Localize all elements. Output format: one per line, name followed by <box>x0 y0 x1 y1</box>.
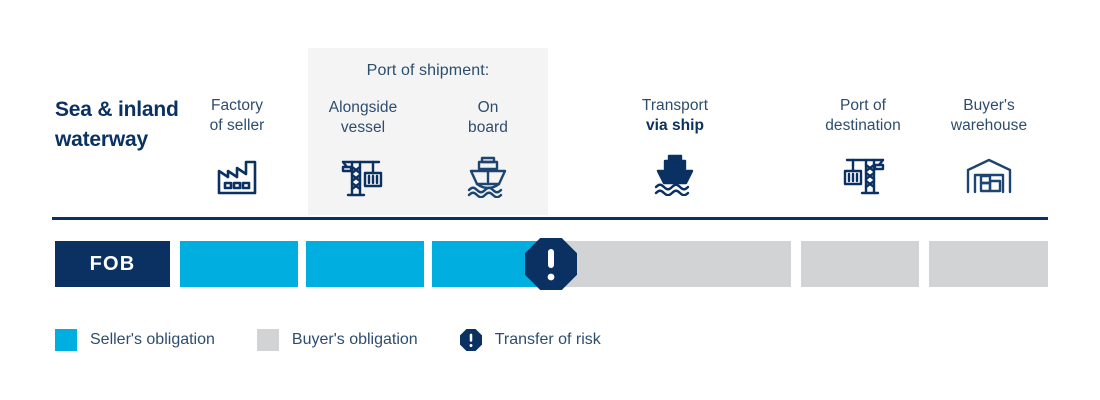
stage-factory-line1: Factory <box>210 97 264 114</box>
legend-label-seller: Seller's obligation <box>90 331 215 348</box>
buyer-obligation-segment-1 <box>551 241 791 287</box>
stage-transport-via-ship: Transport via ship <box>612 96 738 196</box>
stage-alongside-label: Alongside vessel <box>308 98 418 138</box>
factory-icon <box>182 150 292 196</box>
section-divider <box>52 217 1048 220</box>
stage-warehouse-line2: warehouse <box>950 117 1028 134</box>
stage-onboard-line2: board <box>468 119 508 136</box>
stage-port-of-destination: Port of destination <box>800 96 926 196</box>
stage-warehouse-label: Buyer's warehouse <box>930 96 1048 136</box>
stage-factory-label: Factory of seller <box>182 96 292 136</box>
stage-factory-line2: of seller <box>209 117 265 134</box>
crane-container-icon <box>308 152 418 198</box>
stage-transport-line1: Transport <box>641 97 709 114</box>
stage-factory: Factory of seller <box>182 96 292 196</box>
stage-onboard-line1: On <box>477 99 499 116</box>
legend-item-buyer: Buyer's obligation <box>256 329 418 351</box>
legend-item-seller: Seller's obligation <box>55 329 215 351</box>
stage-alongside-line1: Alongside <box>328 99 398 116</box>
stage-onboard-label: On board <box>436 98 540 138</box>
buyer-obligation-segment-2 <box>801 241 919 287</box>
crane-container-mirrored-icon <box>800 150 926 196</box>
legend-label-risk: Transfer of risk <box>494 331 601 348</box>
page-title: Sea & inland waterway <box>55 98 179 151</box>
seller-obligation-segment-2 <box>306 241 424 287</box>
ship-outline-icon <box>436 152 540 198</box>
incoterm-code-label: FOB <box>89 252 136 275</box>
stage-warehouse-line1: Buyer's <box>963 97 1015 114</box>
incoterm-code-segment: FOB <box>55 241 170 287</box>
transfer-of-risk-icon <box>459 329 482 351</box>
legend-item-risk: Transfer of risk <box>459 329 601 351</box>
stage-transport-line2: via ship <box>645 117 705 134</box>
port-of-shipment-panel: Port of shipment: <box>308 48 548 215</box>
warehouse-icon <box>930 150 1048 196</box>
buyer-swatch-icon <box>256 329 279 351</box>
legend: Seller's obligation Buyer's obligation T… <box>55 329 601 351</box>
ship-filled-icon <box>612 150 738 196</box>
stage-portdest-line2: destination <box>825 117 901 134</box>
stage-alongside-line2: vessel <box>340 119 386 136</box>
stage-transport-label: Transport via ship <box>612 96 738 136</box>
stage-portdest-line1: Port of <box>839 97 886 114</box>
stage-on-board: On board <box>436 98 540 198</box>
stage-portdest-label: Port of destination <box>800 96 926 136</box>
seller-swatch-icon <box>55 329 77 351</box>
buyer-obligation-segment-3 <box>929 241 1048 287</box>
legend-label-buyer: Buyer's obligation <box>291 331 418 348</box>
stage-alongside-vessel: Alongside vessel <box>308 98 418 198</box>
port-of-shipment-title: Port of shipment: <box>366 62 490 79</box>
transfer-of-risk-marker <box>525 238 577 290</box>
seller-obligation-segment-1 <box>180 241 298 287</box>
stage-buyers-warehouse: Buyer's warehouse <box>930 96 1048 196</box>
